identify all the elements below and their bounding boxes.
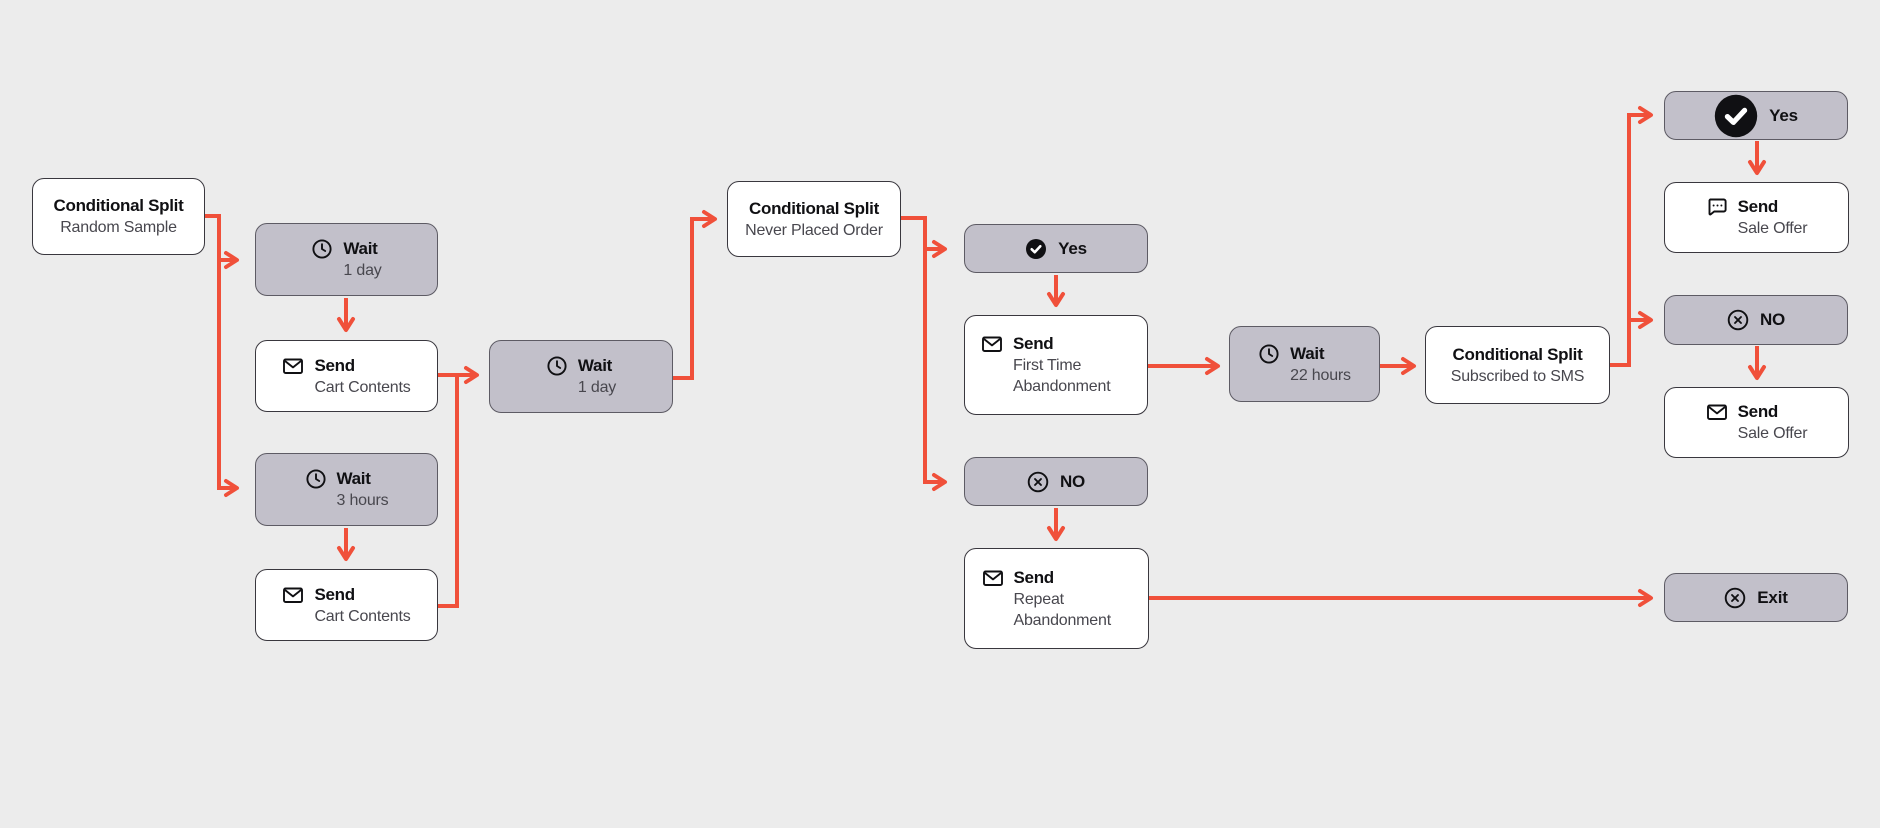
x-circle-icon [1727,309,1749,331]
node-title: Send [1013,334,1054,353]
x-circle-icon [1724,587,1746,609]
node-title: Wait [336,469,371,488]
node-subtitle: Random Sample [60,219,177,236]
node-subtitle: 3 hours [336,492,389,509]
node-title: Send [314,584,355,604]
node-title: Send [1013,567,1055,587]
badge-label: Yes [1058,238,1087,258]
node-conditional-split-never-placed-order[interactable]: Conditional Split Never Placed Order [727,181,901,257]
node-send-repeat-abandonment[interactable]: Send Repeat Abandonment [964,548,1149,649]
badge-exit[interactable]: Exit [1664,573,1848,622]
node-title: Wait [577,356,612,375]
node-subtitle: 1 day [343,262,382,279]
node-subtitle: 22 hours [1290,366,1351,384]
envelope-icon [1706,401,1728,423]
node-send-sale-offer-sms[interactable]: Send Sale Offer [1664,182,1849,253]
node-subtitle: 1 day [577,379,617,396]
node-conditional-split-subscribed-to-sms[interactable]: Conditional Split Subscribed to SMS [1425,326,1610,404]
edge-cond-split-random-to-wait-1day-a [204,214,239,269]
badge-no-mid[interactable]: NO [964,457,1148,506]
node-title: Wait [343,239,378,258]
node-subtitle: Subscribed to SMS [1450,367,1585,385]
node-title: Conditional Split [1452,344,1583,364]
node-wait-1-day-a[interactable]: Wait 1 day [255,223,438,296]
node-subtitle: Never Placed Order [745,221,883,239]
clock-icon [311,238,333,260]
node-title: Send [1737,402,1779,421]
node-title: Send [314,355,355,375]
clock-icon [1258,343,1280,365]
clock-icon [546,355,568,377]
sms-bubble-icon [1706,196,1728,218]
check-circle-icon [1714,94,1758,138]
node-title: Wait [1290,343,1325,363]
node-send-cart-contents-b[interactable]: Send Cart Contents [255,569,438,641]
node-wait-22-hours[interactable]: Wait 22 hours [1229,326,1380,402]
edge-send-cart-b-to-wait-1day-b [438,375,459,608]
node-subtitle: Cart Contents [314,607,411,625]
x-circle-icon [1027,471,1049,493]
badge-no-right[interactable]: NO [1664,295,1848,345]
edge-cond-split-never-to-yes-mid [899,216,947,258]
node-subtitle: Sale Offer [1737,425,1808,442]
envelope-icon [981,333,1003,355]
edge-wait-1day-b-to-cond-split-never [672,210,717,380]
node-title: Send [1737,197,1779,216]
check-circle-icon [1025,238,1047,260]
node-subtitle: Cart Contents [314,378,411,396]
node-send-first-time-abandonment[interactable]: Send First Time Abandonment [964,315,1148,415]
badge-label: NO [1059,471,1086,491]
node-conditional-split-random-sample[interactable]: Conditional Split Random Sample [32,178,205,255]
node-subtitle: Repeat Abandonment [1013,590,1112,629]
node-send-sale-offer-email[interactable]: Send Sale Offer [1664,387,1849,458]
envelope-icon [282,584,304,606]
badge-label: NO [1759,310,1786,329]
edge-cond-split-sms-to-yes-right [1610,106,1653,367]
envelope-icon [282,355,304,377]
node-send-cart-contents-a[interactable]: Send Cart Contents [255,340,438,412]
edge-cond-split-never-to-no-mid [923,249,947,491]
badge-label: Exit [1757,587,1788,607]
badge-yes-right[interactable]: Yes [1664,91,1848,140]
node-wait-3-hours[interactable]: Wait 3 hours [255,453,438,526]
edge-cond-split-random-to-wait-3h [217,260,239,497]
envelope-icon [982,567,1004,589]
badge-yes-mid[interactable]: Yes [964,224,1148,273]
node-title: Conditional Split [53,196,184,215]
clock-icon [305,468,327,490]
badge-label: Yes [1769,105,1798,125]
node-wait-1-day-b[interactable]: Wait 1 day [489,340,673,413]
node-subtitle: First Time Abandonment [1013,357,1111,395]
node-subtitle: Sale Offer [1737,220,1808,237]
node-title: Conditional Split [749,198,879,218]
